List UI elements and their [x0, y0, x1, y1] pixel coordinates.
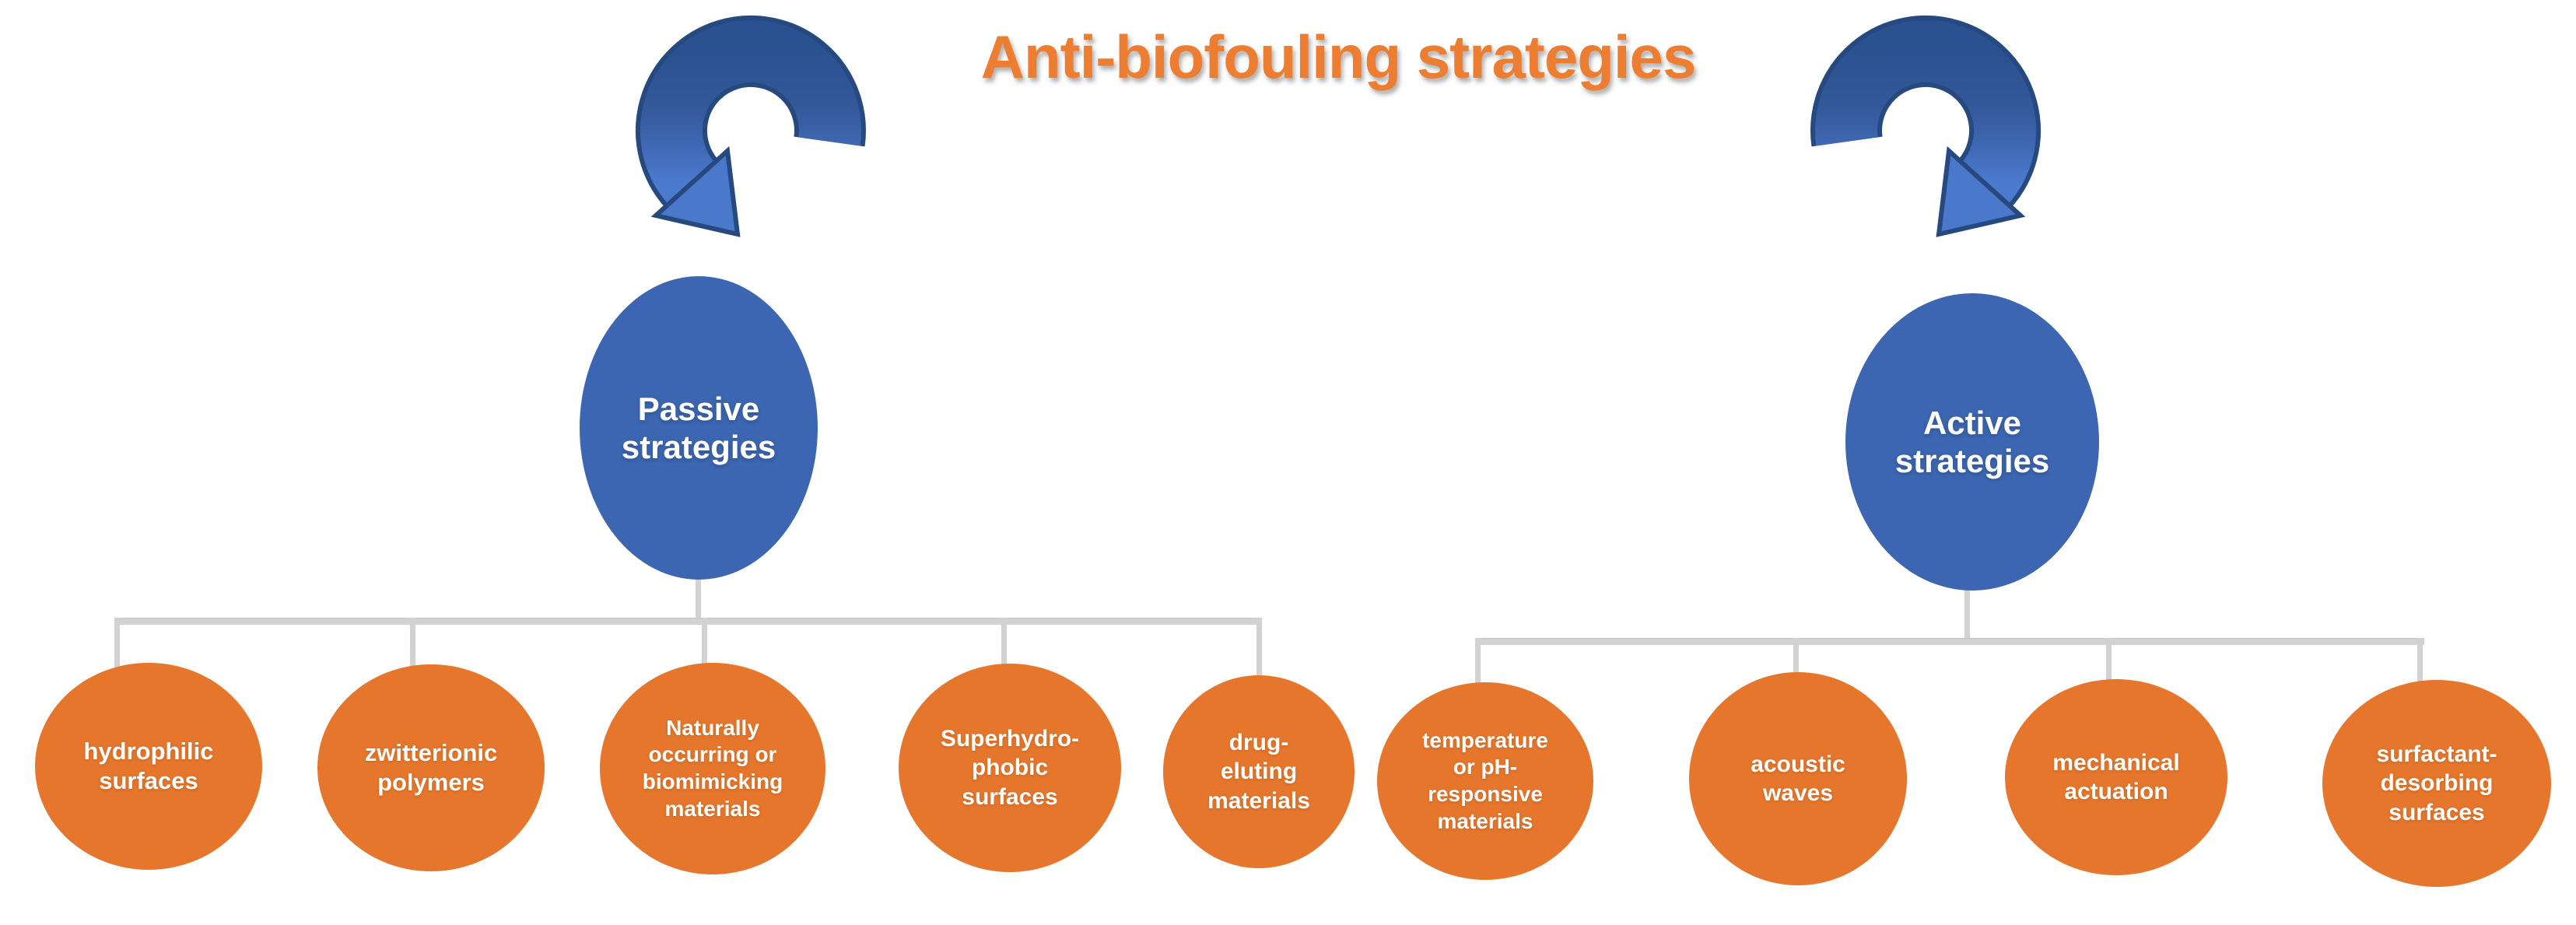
- leaf-surfactant-desorbing-surfaces: surfactant- desorbing surfaces: [2322, 680, 2551, 887]
- connector-passive-stem: [696, 574, 701, 619]
- diagram-title: Anti-biofouling strategies: [980, 23, 1697, 91]
- leaf-superhydrophobic-surfaces: Superhydro- phobic surfaces: [899, 664, 1121, 872]
- leaf-hydrophilic-surfaces: hydrophilic surfaces: [35, 663, 262, 870]
- node-passive-strategies: Passive strategies: [580, 276, 818, 580]
- connector-drop-drug-eluting: [1256, 618, 1262, 681]
- connector-drop-hydrophilic: [114, 618, 120, 669]
- connector-active-bar: [1475, 638, 2424, 645]
- node-active-strategies: Active strategies: [1845, 293, 2099, 590]
- connector-drop-temperature: [1475, 638, 1481, 689]
- connector-drop-mechanical: [2106, 638, 2112, 685]
- connector-active-stem: [1964, 587, 1970, 639]
- leaf-naturally-occurring-or-biomimicking-materials: Naturally occurring or biomimicking mate…: [600, 663, 825, 874]
- leaf-mechanical-actuation: mechanical actuation: [2005, 679, 2227, 875]
- leaf-acoustic-waves: acoustic waves: [1689, 672, 1907, 885]
- leaf-drug-eluting-materials: drug- eluting materials: [1163, 675, 1355, 868]
- connector-drop-zwitterionic: [410, 618, 415, 671]
- connector-drop-superhydrophobic: [1001, 618, 1007, 670]
- leaf-zwitterionic-polymers: zwitterionic polymers: [317, 664, 545, 871]
- connector-drop-surfactant: [2417, 638, 2423, 686]
- leaf-temperature-or-ph-responsive-materials: temperature or pH- responsive materials: [1377, 682, 1593, 880]
- connector-passive-bar: [115, 618, 1262, 625]
- curved-arrow-right-icon: [1810, 15, 2041, 237]
- connector-drop-acoustic: [1793, 638, 1799, 678]
- curved-arrow-left-icon: [636, 15, 866, 237]
- connector-drop-naturally: [702, 618, 707, 669]
